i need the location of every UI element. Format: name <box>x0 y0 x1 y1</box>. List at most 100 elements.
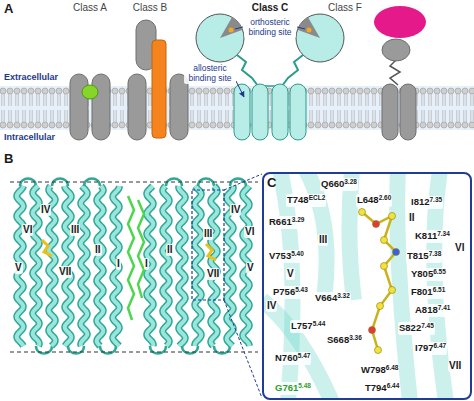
helix-ribbon <box>195 186 202 346</box>
lipid-tail <box>113 94 114 106</box>
lipid-tail <box>11 94 12 106</box>
residue-number: 5.40 <box>291 250 304 257</box>
lipid-head <box>350 88 356 94</box>
venus-flytrap-domain <box>296 14 344 62</box>
lipid-tail <box>270 110 271 122</box>
lipid-head <box>42 122 48 128</box>
lipid-tail <box>67 110 68 122</box>
lipid-tail <box>15 110 16 122</box>
lipid <box>329 88 335 128</box>
leader-line <box>297 27 305 29</box>
lipid-tail <box>459 110 460 122</box>
lipid-tail <box>218 110 219 122</box>
lipid <box>210 88 216 128</box>
helix-ribbon <box>81 186 88 346</box>
lipid <box>49 88 55 128</box>
lipid <box>21 88 27 128</box>
lipid-tail <box>337 110 338 122</box>
lipid-tail <box>312 110 313 122</box>
linker <box>390 60 400 85</box>
lipid-head <box>420 122 426 128</box>
residue-label: I8127.35 <box>410 196 443 209</box>
lipid-head <box>210 122 216 128</box>
lipid-tail <box>8 94 9 106</box>
class-label: Class B <box>133 2 167 14</box>
zoom-box <box>192 190 224 300</box>
helix-number: VI <box>454 242 465 254</box>
lipid-tail <box>64 110 65 122</box>
lipid-tail <box>29 110 30 122</box>
ligand-atom <box>375 347 382 354</box>
lipid-head <box>448 122 454 128</box>
lipid <box>63 88 69 128</box>
lipid-tail <box>428 94 429 106</box>
class-label: Class F <box>328 2 362 14</box>
lipid <box>434 88 440 128</box>
lipid-tail <box>452 94 453 106</box>
lipid <box>357 88 363 128</box>
lipid-tail <box>459 94 460 106</box>
lipid-head <box>441 88 447 94</box>
ligand-atoms <box>359 209 400 354</box>
residue-number: 2.60 <box>379 194 392 201</box>
lipid-head <box>14 88 20 94</box>
lipid <box>224 88 230 128</box>
helix-number: III <box>318 234 328 246</box>
residue-number: 6.47 <box>434 342 447 349</box>
lipid-tail <box>228 94 229 106</box>
residue-name: T748 <box>287 194 309 205</box>
lipid <box>203 88 209 128</box>
helix-ribbon <box>33 186 40 346</box>
class-label: Class C <box>252 2 289 14</box>
residue-label: Y8056.55 <box>410 268 447 281</box>
helix <box>70 74 88 140</box>
residue-label: F8016.51 <box>410 286 446 299</box>
lipid-tail <box>190 94 191 106</box>
helix-bands <box>264 174 446 398</box>
residue-name: K811 <box>415 230 437 241</box>
lipid-tail <box>361 110 362 122</box>
helix-ribbon <box>179 186 186 346</box>
helix <box>170 74 188 140</box>
residue-name: Y805 <box>411 268 433 279</box>
lipid-tail <box>309 94 310 106</box>
lipid-tail <box>221 110 222 122</box>
lipid-tail <box>1 94 2 106</box>
helix-number: II <box>94 244 102 256</box>
lipid-tail <box>18 110 19 122</box>
lipid-tail <box>123 94 124 106</box>
ligand-sticks <box>362 212 396 350</box>
helix-number: V <box>14 262 23 274</box>
lipid-tail <box>431 94 432 106</box>
panel-letter: C <box>267 176 276 191</box>
helix-number: III <box>203 228 213 240</box>
lipid-tail <box>354 110 355 122</box>
lipid-tail <box>470 110 471 122</box>
lipid-head <box>63 122 69 128</box>
lipid-tail <box>368 110 369 122</box>
lipid-tail <box>211 110 212 122</box>
lipid-head <box>42 88 48 94</box>
lipid-head <box>7 122 13 128</box>
lipid-head <box>63 88 69 94</box>
class-a-receptor <box>70 74 110 140</box>
lipid-tail <box>375 94 376 106</box>
residue-name: L648 <box>357 194 379 205</box>
lipid-tail <box>361 94 362 106</box>
helix-number: IV <box>40 204 51 216</box>
ligand-atom <box>381 263 388 270</box>
lipid-tail <box>344 94 345 106</box>
leader-line <box>235 27 243 29</box>
helix-ribbon <box>33 186 40 346</box>
panel-letter: B <box>4 152 13 167</box>
residue-label: A8187.41 <box>414 304 451 317</box>
helix <box>400 84 416 140</box>
orthosteric-ligand <box>229 28 234 33</box>
compartment-label: Intracellular <box>4 132 55 142</box>
lipid-tail <box>53 94 54 106</box>
lipid-head <box>0 122 6 128</box>
ligand-atom <box>377 303 384 310</box>
residue-label: R6613.29 <box>268 216 305 229</box>
residue-name: I812 <box>411 196 430 207</box>
lipid-tail <box>22 110 23 122</box>
